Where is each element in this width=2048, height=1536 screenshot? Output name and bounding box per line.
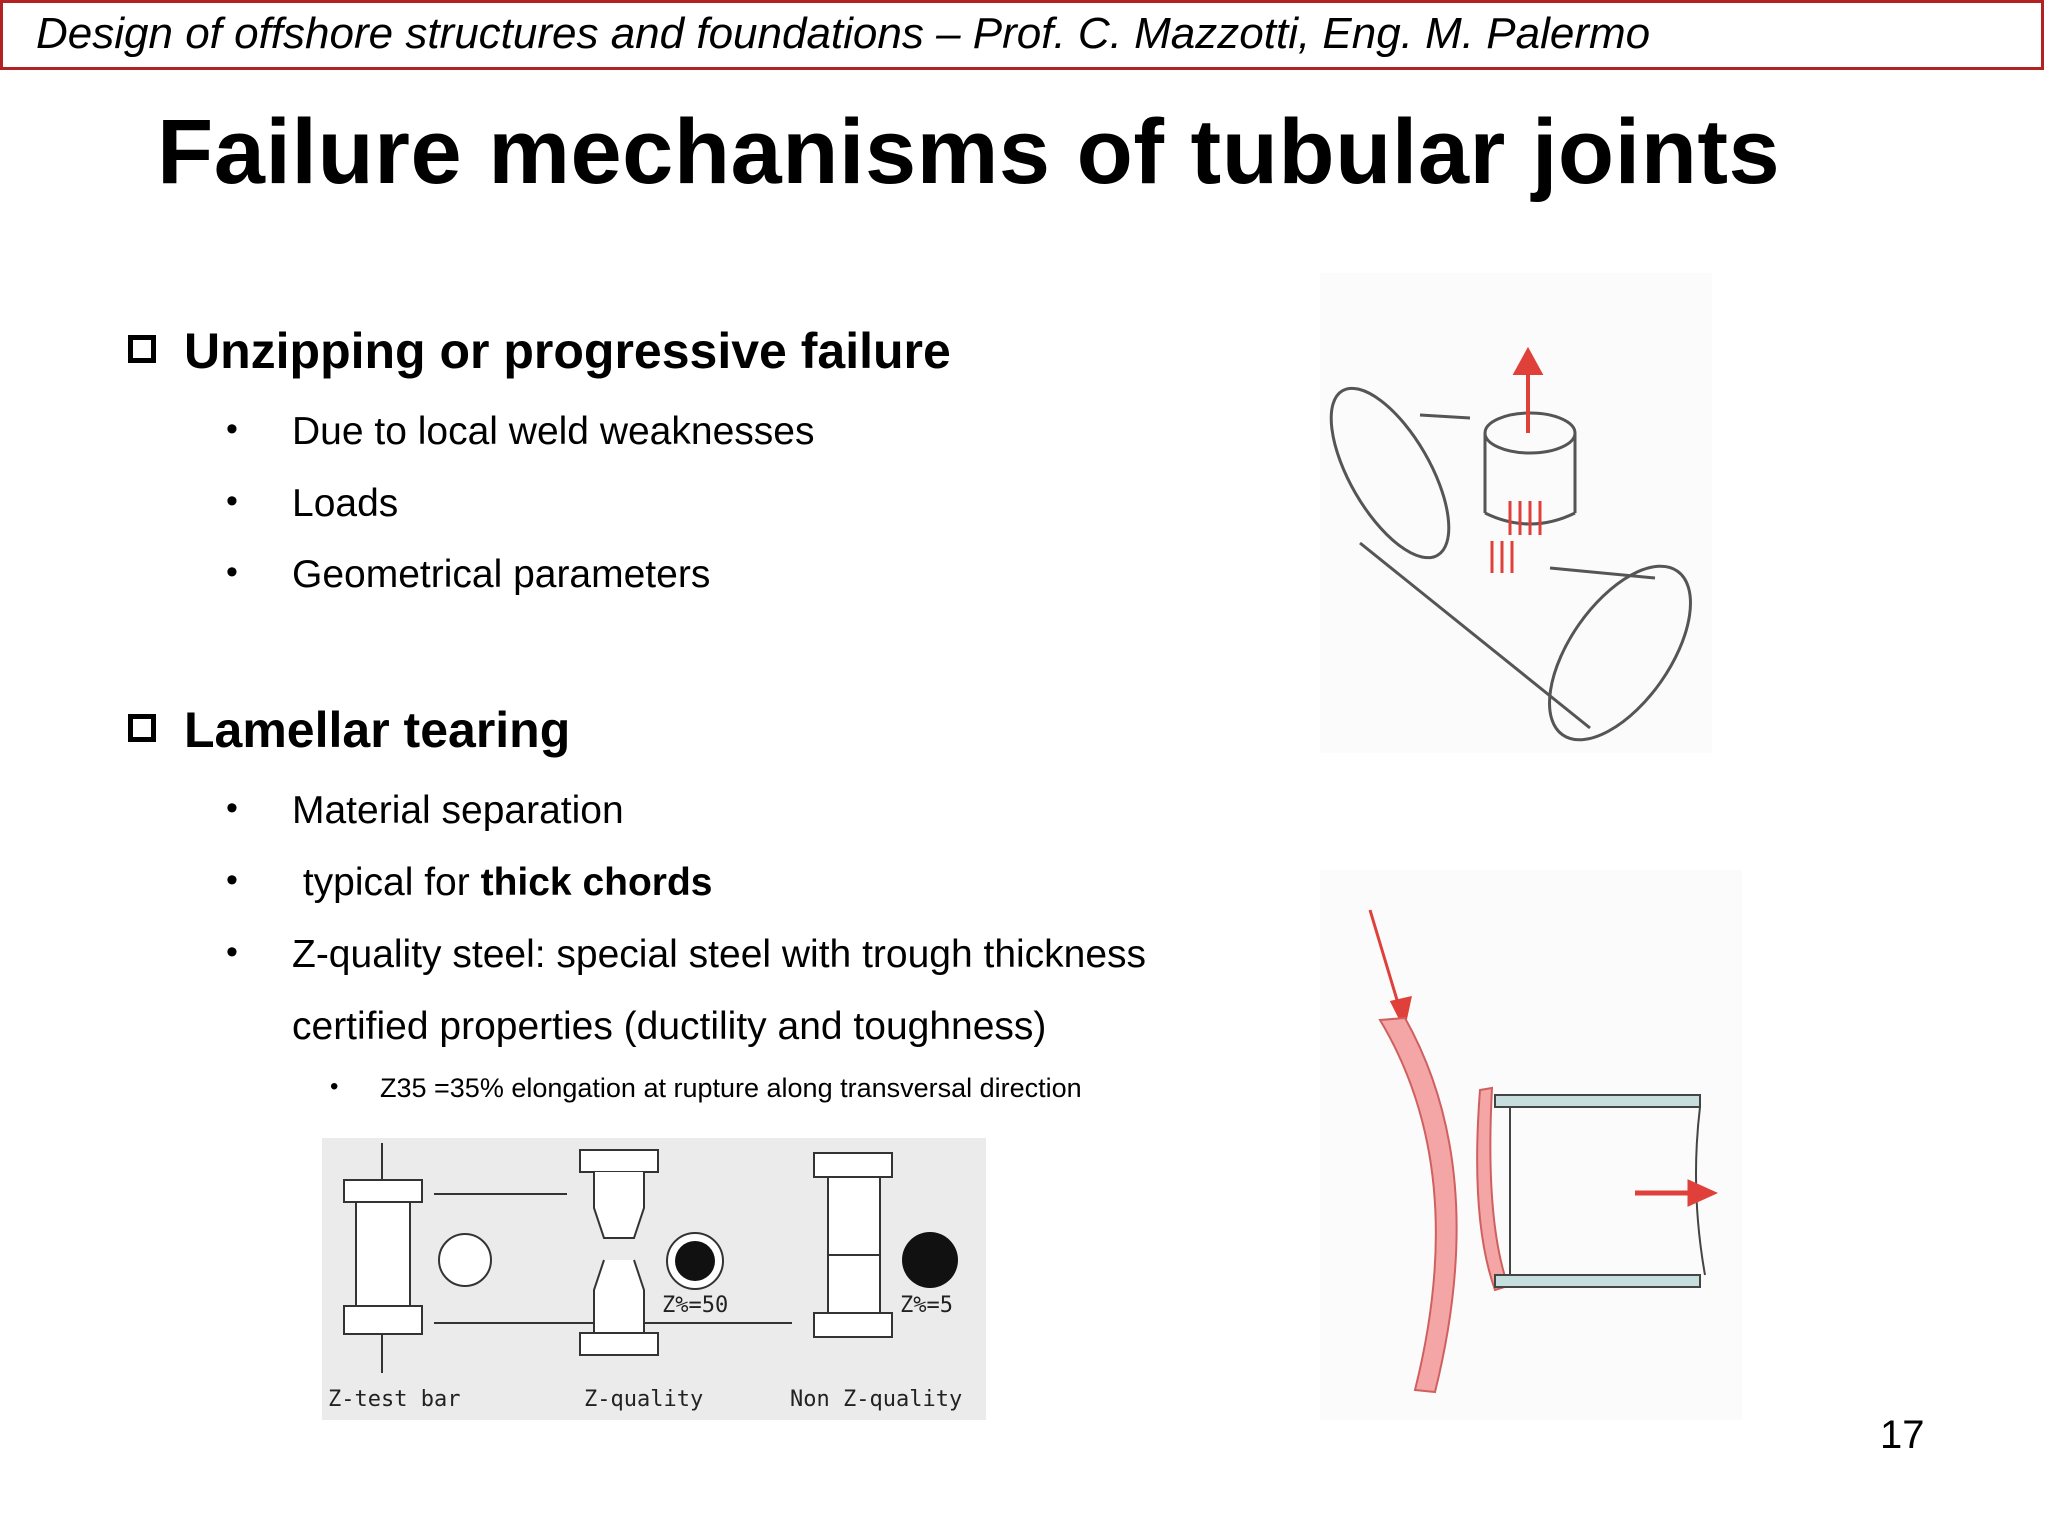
- bullet-icon: •: [226, 789, 238, 827]
- bullet-text: Due to local weld weaknesses: [292, 410, 815, 453]
- test-bar-label: Z-test bar: [328, 1387, 460, 1412]
- t-joint-diagram: [1320, 273, 1712, 753]
- bullet-text-bold: thick chords: [480, 861, 713, 904]
- bullet-icon: •: [330, 1073, 339, 1100]
- section-heading-lamellar: Lamellar tearing: [128, 701, 570, 759]
- bullet-icon: •: [226, 482, 238, 520]
- sub-bullet-text: Z35 =35% elongation at rupture along tra…: [380, 1073, 1082, 1103]
- z-quality-label: Z-quality: [584, 1387, 703, 1412]
- checkbox-square-icon: [128, 335, 156, 363]
- bullet-text: Z-quality steel: special steel with trou…: [292, 933, 1147, 976]
- bullet-icon: •: [226, 861, 238, 899]
- section-heading-text: Lamellar tearing: [184, 702, 571, 758]
- section-heading-text: Unzipping or progressive failure: [184, 323, 951, 379]
- bullet-icon: •: [226, 553, 238, 591]
- bullet-text: typical for thick chords: [292, 861, 713, 905]
- bullet-text-plain: typical for: [292, 861, 481, 904]
- bullet-icon: •: [226, 410, 238, 448]
- z-test-figure: Z%=50 Z%=5 Z-test bar Z-quality Non Z-qu…: [322, 1138, 986, 1420]
- lamellar-tearing-diagram: [1320, 870, 1742, 1420]
- non-z-quality-label: Non Z-quality: [790, 1387, 962, 1412]
- section-heading-unzipping: Unzipping or progressive failure: [128, 322, 951, 380]
- bullet-icon: •: [226, 933, 238, 971]
- header-bar: Design of offshore structures and founda…: [0, 0, 2044, 70]
- bullet-text: certified properties (ductility and toug…: [292, 1005, 1047, 1048]
- slide-title: Failure mechanisms of tubular joints: [157, 101, 1781, 203]
- bullet-text: Geometrical parameters: [292, 553, 711, 596]
- t-joint-figure: [1320, 273, 1712, 753]
- stress-arrows: [1490, 501, 1542, 573]
- bullet-text: Loads: [292, 482, 399, 525]
- header-text: Design of offshore structures and founda…: [36, 9, 1651, 58]
- page-number: 17: [1880, 1413, 1925, 1457]
- z50-label: Z%=50: [662, 1293, 728, 1318]
- checkbox-square-icon: [128, 714, 156, 742]
- lamellar-tearing-figure: [1320, 870, 1742, 1420]
- bullet-text: Material separation: [292, 789, 624, 832]
- z-test-diagram: Z%=50 Z%=5 Z-test bar Z-quality Non Z-qu…: [322, 1138, 986, 1420]
- z5-label: Z%=5: [900, 1293, 953, 1318]
